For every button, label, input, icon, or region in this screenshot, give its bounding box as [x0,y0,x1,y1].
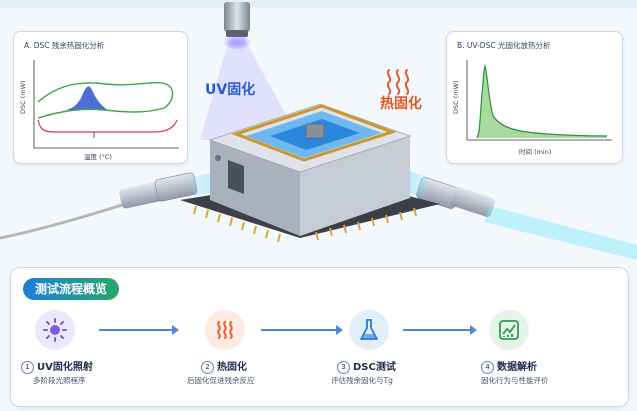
gold-pins [193,205,417,243]
step-analysis-icon-circle [489,310,529,350]
sample-chip [305,123,325,139]
flow-title: 测试流程概览 [23,278,120,300]
step-uv-icon-circle [35,310,75,350]
step-1-number: 1 [21,361,34,374]
step-3-label: DSC测试 [353,362,396,373]
side-port-slot [228,160,244,194]
uv-lamp-body [224,2,250,32]
panel-b-title: B. UV-DSC 光固化放热分析 [457,41,551,50]
chart-analysis-icon [499,320,519,340]
heat-waves-icon [386,69,410,95]
dsc-residual-chart [33,60,179,149]
housing-right-face [300,136,410,236]
device-illustration [0,2,637,260]
dsc-curve-magenta [37,119,178,133]
step-4-label: 数据解析 [497,362,537,373]
heat-waves-icon [217,321,233,339]
heat-cure-label: 热固化 [380,96,422,112]
gold-frame [231,104,397,162]
step-2-label: 热固化 [217,362,247,373]
panel-b-xlabel: 时间 (min) [519,148,552,156]
step-4-number: 4 [481,361,494,374]
top-band [0,0,637,8]
flask-icon [360,319,378,340]
uv-cure-label: UV固化 [205,82,256,98]
step-4-desc: 固化行为与性能评价 [481,376,549,385]
uv-exotherm-curve [476,64,608,139]
left-fiber-probe [0,172,198,240]
step-1-label: UV固化照射 [37,362,93,373]
flow-arrow-3 [403,325,477,335]
step-2-desc: 后固化促进残余反应 [187,376,255,385]
step-3-desc: 评估残余固化与Tg [331,376,393,385]
panel-a-xlabel: 温度 (°C) [84,153,112,161]
step-2-number: 2 [201,361,214,374]
flow-arrow-1 [99,325,179,335]
step-dsc-icon-circle [349,310,389,350]
panel-a-title: A. DSC 残余热固化分析 [24,41,105,50]
flow-arrow-2 [261,325,343,335]
step-3-number: 3 [337,361,350,374]
uv-dsc-chart [466,60,612,141]
uv-dsc-panel: B. UV-DSC 光固化放热分析 DSC (mW) 时间 (min) [446,31,623,164]
dsc-curve-green [37,82,174,119]
step-1-desc: 多阶段光照程序 [33,376,86,385]
dsc-residual-panel: A. DSC 残余热固化分析 DSC (mW) 温度 (°C) [13,31,188,164]
step-heat-icon-circle [205,310,245,350]
uv-exotherm-area [477,66,607,138]
residual-exotherm-peak [66,86,108,110]
uv-sun-icon [43,318,67,342]
uv-light-cone [200,40,300,140]
side-screw [215,155,221,161]
uv-lamp-glow [223,34,251,50]
right-outer-beam [484,206,637,260]
